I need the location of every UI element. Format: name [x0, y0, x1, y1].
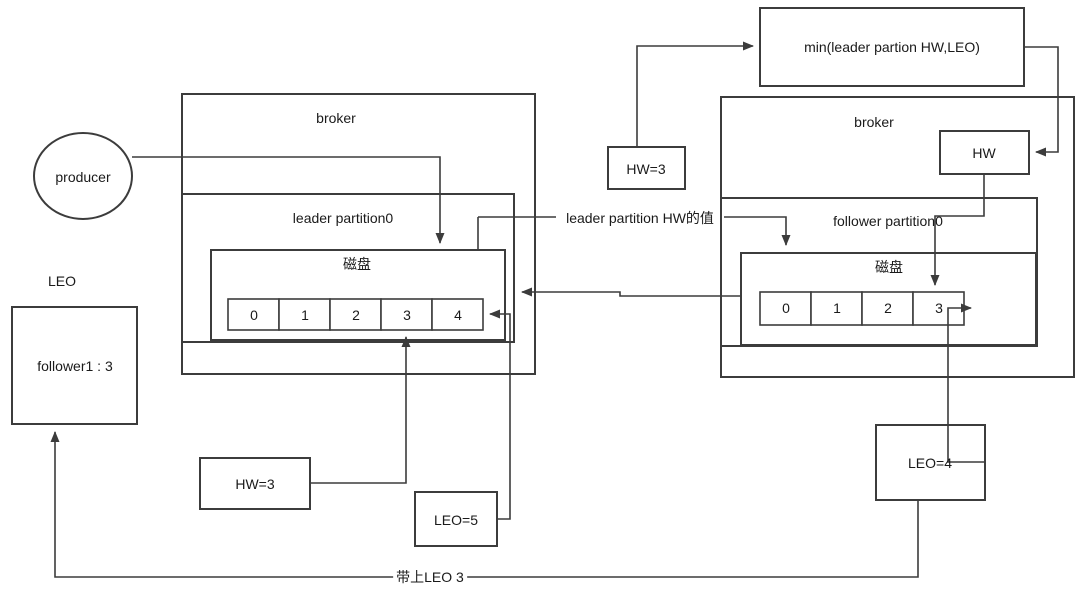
follower-cell-label-1: 1	[833, 300, 841, 316]
follower-cell-2	[861, 291, 914, 326]
edge-hw-bottom-to-leader-cell	[310, 336, 411, 484]
edge-leo4-to-follower-disk	[947, 303, 985, 463]
follower-broker-label: broker	[854, 114, 894, 130]
edge-leader-hw-label-line-right	[724, 216, 791, 246]
follower-cell-3	[912, 291, 965, 326]
hw-top-box-label: HW=3	[626, 161, 666, 177]
leo4-box-label: LEO=4	[908, 455, 952, 471]
edge-leo5-to-leader-disk	[489, 309, 511, 520]
producer-label: producer	[55, 169, 111, 185]
leader-cell-label-1: 1	[301, 307, 309, 323]
leader-cell-4	[431, 298, 484, 331]
follower1-box-label: follower1 : 3	[37, 358, 113, 374]
hw-bottom-box-label: HW=3	[235, 476, 275, 492]
follower-partition-label: follower partition0	[833, 213, 943, 229]
producer-shape	[33, 132, 133, 220]
follower-cell-label-2: 2	[884, 300, 892, 316]
follower1-box-shape	[11, 306, 138, 425]
edge-producer-to-leader-disk	[132, 156, 445, 244]
follower-cell-label-0: 0	[782, 300, 790, 316]
leader-cell-1	[278, 298, 331, 331]
edge-label-leader-hw-value: leader partition HW的值	[563, 211, 717, 225]
edge-label-carry-leo: 带上LEO 3	[393, 570, 467, 584]
hw-follower-box-label: HW	[972, 145, 996, 161]
edge-follower-to-leader-disk	[521, 287, 741, 297]
follower-disk-label: 磁盘	[875, 259, 903, 275]
edge-follower-hw-to-cells	[930, 174, 985, 286]
min-box-label: min(leader partion HW,LEO)	[804, 39, 980, 55]
leader-cell-label-2: 2	[352, 307, 360, 323]
leo-caption-label: LEO	[47, 273, 77, 289]
leader-broker-label: broker	[316, 110, 356, 126]
hw-top-box-shape	[607, 146, 686, 190]
leader-cell-label-3: 3	[403, 307, 411, 323]
min-box-shape	[759, 7, 1025, 87]
leader-cell-0	[227, 298, 280, 331]
leader-disk-label: 磁盘	[343, 256, 371, 272]
edge-hw-top-to-min	[636, 41, 754, 147]
leader-cell-label-0: 0	[250, 307, 258, 323]
follower-cell-0	[759, 291, 812, 326]
follower-cell-1	[810, 291, 863, 326]
leo5-box-label: LEO=5	[434, 512, 478, 528]
leader-cell-3	[380, 298, 433, 331]
leader-cell-label-4: 4	[454, 307, 462, 323]
edge-min-to-follower-hw	[1024, 46, 1059, 157]
leader-partition-label: leader partition0	[292, 210, 394, 226]
follower-cell-label-3: 3	[935, 300, 943, 316]
leo5-box-shape	[414, 491, 498, 547]
edge-carry-leo-to-follower1	[50, 431, 919, 578]
hw-follower-box-shape	[939, 130, 1030, 175]
